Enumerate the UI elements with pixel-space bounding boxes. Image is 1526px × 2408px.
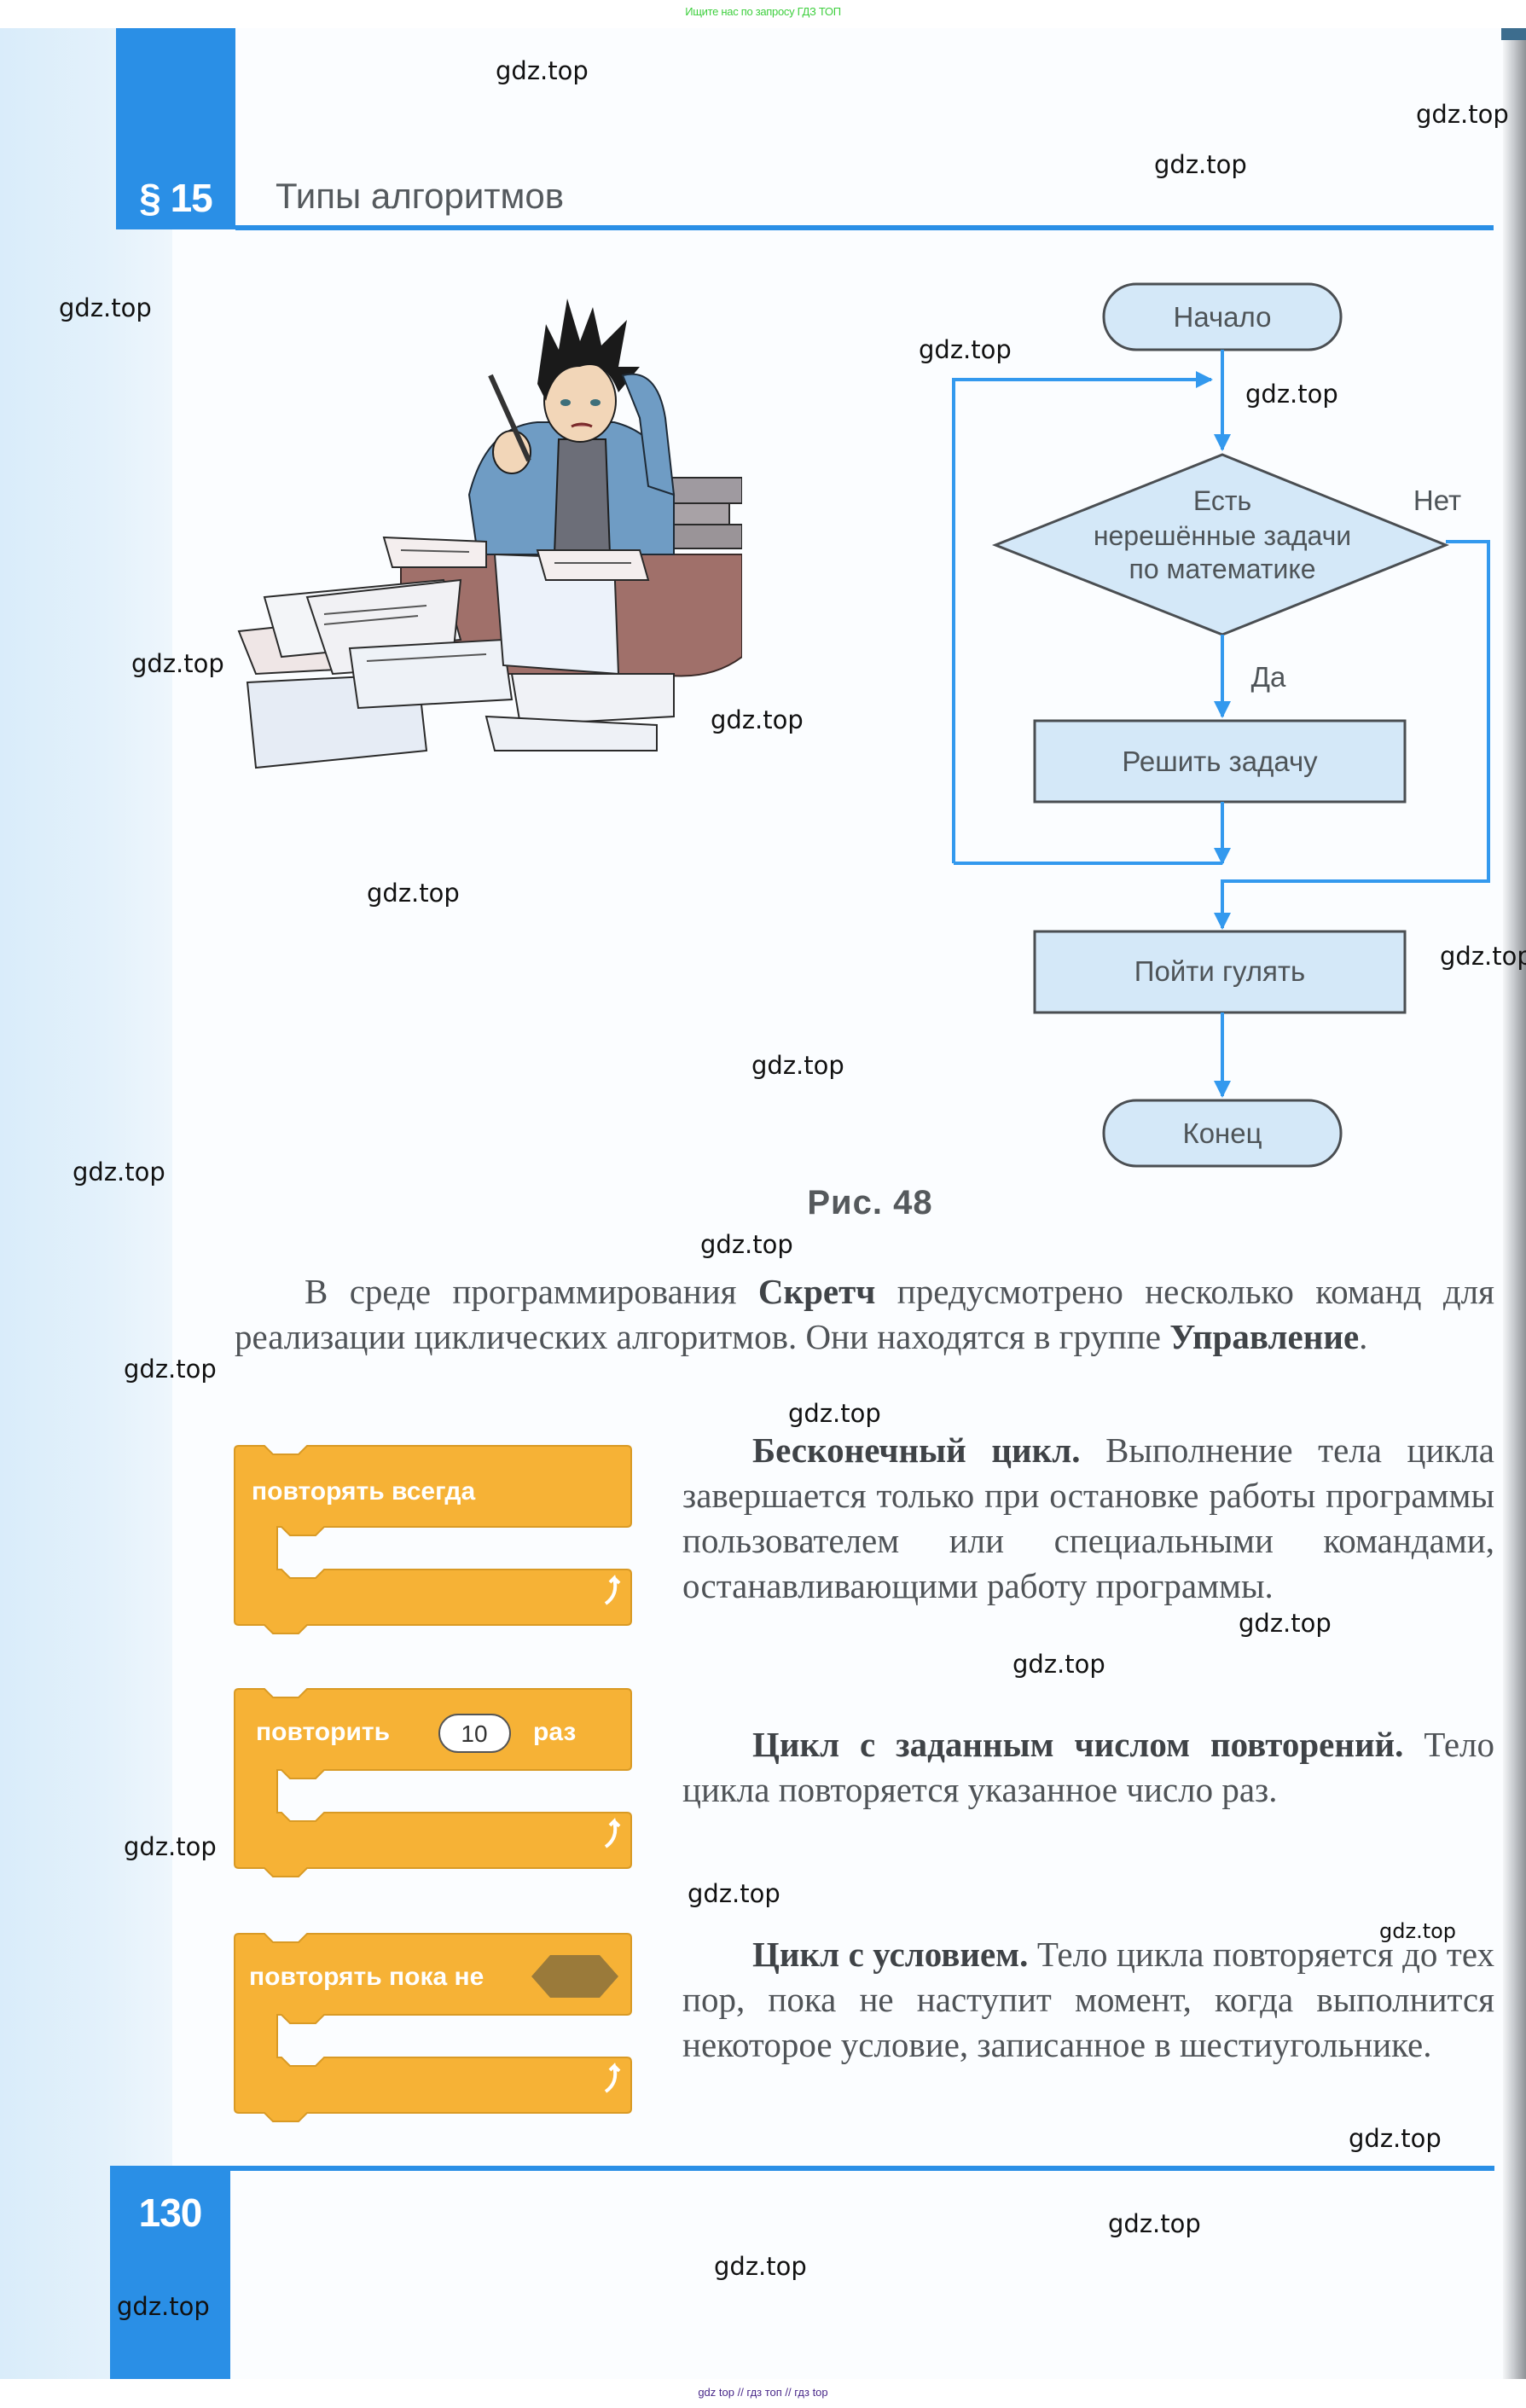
- repeat-count-input: [438, 1714, 511, 1753]
- action-label: Решить задачу: [1122, 746, 1318, 777]
- watermark: gdz.top: [1349, 2124, 1442, 2153]
- watermark: gdz.top: [124, 1832, 217, 1861]
- flowchart-after-box: [1033, 930, 1407, 1014]
- forever-block-label: повторять всегда: [252, 1477, 475, 1506]
- loop-arrow-icon: [604, 2063, 621, 2093]
- watermark: gdz.top: [59, 293, 152, 322]
- boy-at-desk-illustration: [237, 299, 742, 769]
- watermark: gdz.top: [919, 335, 1012, 364]
- repeat-count-value: 10: [461, 1720, 487, 1747]
- watermark: gdz.top: [1245, 380, 1338, 409]
- loop-arrow-icon: [604, 1575, 621, 1605]
- page-gutter: [1503, 28, 1526, 2379]
- section-badge: [116, 28, 235, 229]
- watermark: gdz.top: [751, 1051, 844, 1080]
- loop-arrow-icon: [604, 1818, 621, 1848]
- repeat-text: Тело цикла повторяется указанное число р…: [682, 1725, 1494, 1809]
- forever-block: повторять всегда: [234, 1445, 632, 1634]
- condition-line-3: по математике: [1129, 554, 1316, 584]
- flowchart: Начало Есть нерешённые задачи по математ…: [952, 282, 1490, 1168]
- control-group-term: Управление: [1169, 1317, 1360, 1356]
- top-banner-text: Ищите нас по запросу ГДЗ ТОП: [685, 5, 841, 18]
- condition-line-1: Есть: [1193, 485, 1251, 516]
- flowchart-end: [1102, 1099, 1343, 1168]
- intro-paragraph: В среде программирования Скретч предусмо…: [235, 1269, 1494, 1360]
- watermark: gdz.top: [1416, 100, 1509, 129]
- repeat-description: Цикл с заданным числом повторений. Тело …: [682, 1722, 1494, 1813]
- repeat-until-block: повторять пока не: [234, 1933, 632, 2122]
- watermark: gdz.top: [1108, 2209, 1201, 2238]
- footer-rule: [230, 2166, 1494, 2171]
- watermark: gdz.top: [124, 1355, 217, 1384]
- left-margin: [0, 28, 172, 2379]
- condition-hexagon: [531, 1955, 618, 1998]
- flowchart-end-label: Конец: [1182, 1117, 1262, 1149]
- watermark: gdz.top: [496, 56, 589, 85]
- repeat-until-description: Цикл с условием. Тело цикла повторяется …: [682, 1932, 1494, 2068]
- after-label: Пойти гулять: [1134, 955, 1305, 987]
- watermark: gdz.top: [367, 879, 460, 908]
- yes-label: Да: [1251, 661, 1286, 693]
- repeat-block-label: повторить: [256, 1718, 390, 1746]
- watermark: gdz.top: [1154, 150, 1247, 179]
- condition-line-2: нерешённые задачи: [1094, 520, 1351, 551]
- watermark: gdz.top: [700, 1230, 793, 1259]
- watermark: gdz.top: [73, 1158, 165, 1187]
- bottom-banner: [0, 2379, 1526, 2408]
- flowchart-action: [1033, 719, 1407, 804]
- no-label: Нет: [1413, 485, 1461, 516]
- watermark: gdz.top: [714, 2252, 807, 2281]
- watermark: gdz.top: [688, 1879, 780, 1908]
- top-banner: [0, 0, 1526, 28]
- figure-caption: Рис. 48: [807, 1184, 933, 1221]
- watermark: gdz.top: [788, 1399, 881, 1428]
- bottom-banner-text: gdz top // гдз топ // гдз top: [698, 2386, 828, 2399]
- intro-text-3: .: [1359, 1317, 1368, 1356]
- watermark: gdz.top: [1239, 1609, 1332, 1638]
- repeat-until-text: Тело цикла повторяется до тех пор, пока …: [682, 1935, 1494, 2064]
- watermark: gdz.top: [1012, 1650, 1105, 1679]
- repeat-until-label: повторять пока не: [249, 1963, 484, 1991]
- flowchart-start-label: Начало: [1174, 301, 1272, 333]
- header-rule: [235, 225, 1494, 230]
- watermark: gdz.top: [1440, 942, 1526, 971]
- forever-description: Бесконечный цикл. Выполнение тела цикла …: [682, 1428, 1494, 1609]
- repeat-until-term: Цикл с условием.: [752, 1935, 1029, 1974]
- watermark: gdz.top: [711, 705, 804, 734]
- chapter-title: Типы алгоритмов: [276, 176, 565, 216]
- page-number: 130: [138, 2190, 203, 2235]
- watermark: gdz.top: [117, 2292, 210, 2321]
- gutter-corner: [1501, 28, 1526, 40]
- scratch-term: Скретч: [757, 1272, 876, 1311]
- page-number-badge: [110, 2166, 230, 2379]
- watermark: gdz.top: [131, 649, 224, 678]
- forever-text: Выполнение тела цикла завершается только…: [682, 1430, 1494, 1605]
- intro-text-2: предусмотрено несколько команд для реали…: [235, 1272, 1494, 1356]
- forever-term: Бесконечный цикл.: [752, 1430, 1081, 1470]
- repeat-block: повторить 10 раз: [234, 1688, 632, 1877]
- repeat-term: Цикл с заданным числом повторений.: [752, 1725, 1404, 1764]
- section-number: § 15: [139, 176, 213, 220]
- intro-text-1: В среде программирования: [305, 1272, 758, 1311]
- repeat-block-suffix: раз: [533, 1718, 576, 1746]
- watermark: gdz.top: [1379, 1919, 1457, 1943]
